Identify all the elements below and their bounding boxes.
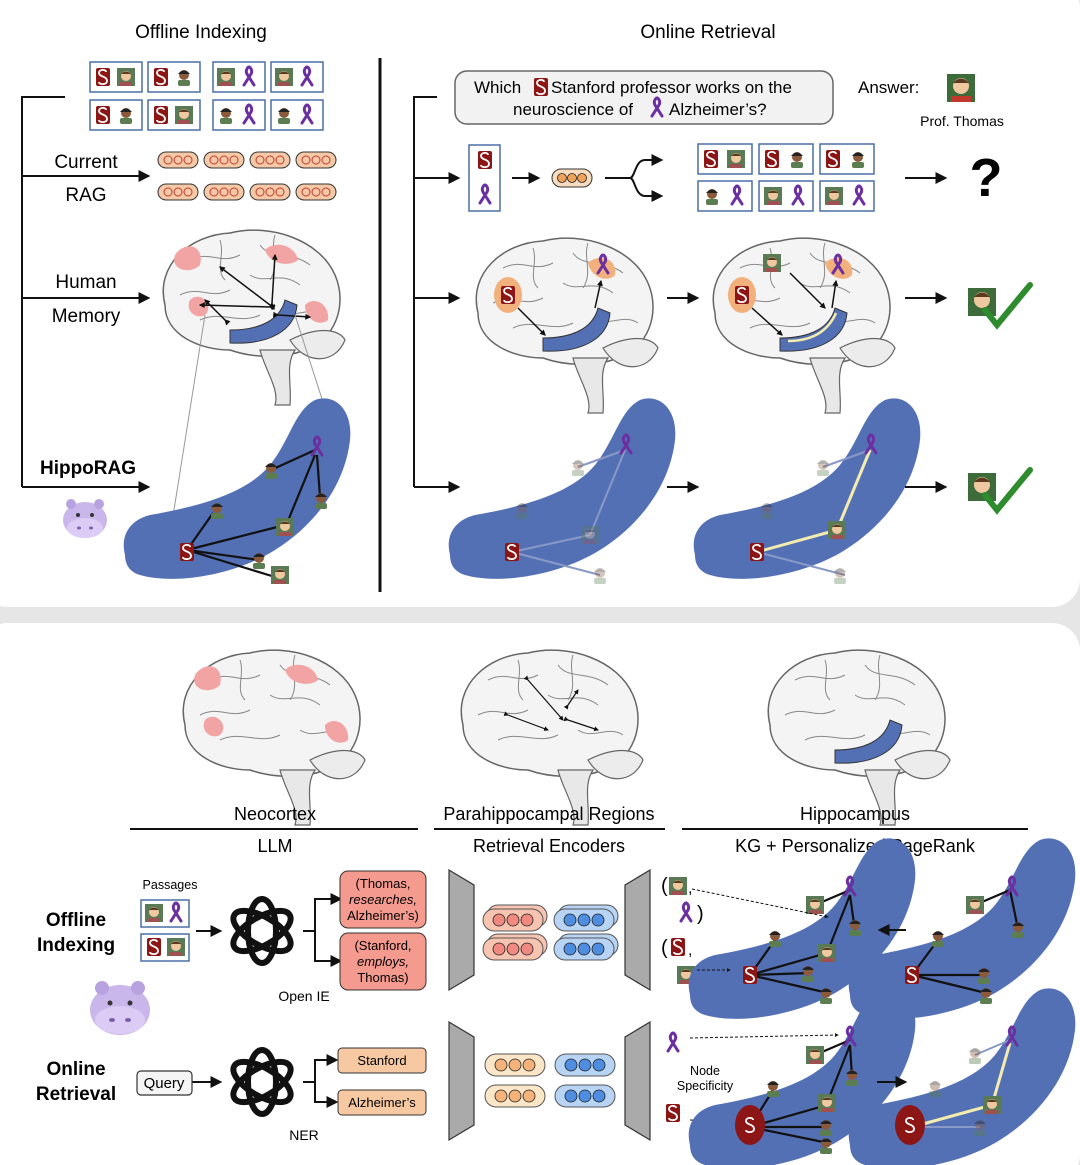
stanford-logo-icon xyxy=(533,77,549,97)
svg-text:(: ( xyxy=(661,937,668,959)
hippocampus-brain xyxy=(767,649,951,826)
svg-text:Alzheimer’s: Alzheimer’s xyxy=(348,1095,416,1110)
svg-text:employs,: employs, xyxy=(357,954,409,969)
parahippocampal-label: Parahippocampal Regions xyxy=(443,804,654,824)
online-retrieval-label-line2: Retrieval xyxy=(36,1084,116,1105)
retrieval-encoders-label: Retrieval Encoders xyxy=(473,836,625,856)
online-retrieval-title: Online Retrieval xyxy=(640,22,775,43)
svg-text:Thomas): Thomas) xyxy=(357,970,408,985)
encoder-offline xyxy=(448,868,651,992)
svg-text:,: , xyxy=(688,942,692,959)
offline-indexing-title: Offline Indexing xyxy=(135,22,267,43)
answer-label: Answer: xyxy=(858,78,919,97)
offline-bracket xyxy=(21,96,151,493)
encoder-online xyxy=(448,1020,651,1142)
node-specificity-label-line2: Specificity xyxy=(677,1079,734,1093)
node-specificity-label-line1: Node xyxy=(690,1064,720,1078)
kg-online-ppr xyxy=(688,988,916,1165)
offline-indexing-label-line2: Indexing xyxy=(37,935,115,956)
answer-professor-icon xyxy=(947,74,975,102)
svg-text:(: ( xyxy=(661,875,668,897)
answer-name: Prof. Thomas xyxy=(920,113,1004,129)
current-rag-label-line1: Current xyxy=(54,152,118,173)
success-check-icon xyxy=(968,282,1033,330)
query-text-alzheimers: Alzheimer’s? xyxy=(669,100,767,119)
svg-text:Stanford: Stanford xyxy=(357,1053,406,1068)
online-current-rag-row: ? xyxy=(468,143,1003,212)
hippocampus-label: Hippocampus xyxy=(800,804,910,824)
llm-logo-icon-offline xyxy=(230,896,294,966)
open-ie-label: Open IE xyxy=(278,988,329,1004)
kg-offline-full xyxy=(688,838,916,1019)
query-bubble: Which Stanford professor works on the ne… xyxy=(454,70,834,125)
hipporag-label: HippoRAG xyxy=(40,458,136,479)
online-hipporag-row xyxy=(448,398,1033,584)
svg-text:): ) xyxy=(697,903,704,925)
online-bracket xyxy=(413,96,461,493)
neocortex-label: Neocortex xyxy=(234,804,316,824)
llm-label: LLM xyxy=(257,836,292,856)
kg-online-result xyxy=(848,988,1076,1165)
svg-text:Alzheimer’s): Alzheimer’s) xyxy=(347,908,419,923)
triple-stanford-employs-thomas: (Stanford, employs, Thomas) xyxy=(339,932,427,991)
query-text-line1: Stanford professor works on the xyxy=(551,78,792,97)
svg-text:,: , xyxy=(688,880,692,897)
hippo-mascot-large-icon xyxy=(90,981,150,1035)
passages-label: Passages xyxy=(143,878,198,892)
triple-thomas-researches-alzheimers: (Thomas, researches, Alzheimer’s) xyxy=(339,870,427,929)
kg-ppr-label: KG + Personalized PageRank xyxy=(735,836,976,856)
svg-text:(Stanford,: (Stanford, xyxy=(354,938,411,953)
current-rag-label-line2: RAG xyxy=(65,185,106,206)
human-memory-label-line2: Memory xyxy=(52,306,121,327)
online-retrieval-label-line1: Online xyxy=(46,1059,105,1080)
passages-grid xyxy=(89,61,324,131)
zoom-line-left xyxy=(169,314,206,536)
unknown-result-mark: ? xyxy=(970,148,1003,208)
svg-text:researches,: researches, xyxy=(349,892,417,907)
query-text-which: Which xyxy=(474,78,521,97)
entity-stanford: Stanford xyxy=(337,1047,427,1074)
svg-text:(Thomas,: (Thomas, xyxy=(356,876,411,891)
parahippocampal-brain xyxy=(460,649,644,826)
neocortex-brain xyxy=(182,649,366,826)
offline-indexing-label-line1: Offline xyxy=(46,910,106,931)
query-text-neuroscience: neuroscience of xyxy=(513,100,633,119)
entity-alzheimers: Alzheimer’s xyxy=(337,1089,427,1116)
hippo-mascot-icon xyxy=(63,499,107,538)
llm-logo-icon-online xyxy=(230,1047,294,1117)
bottom-passages xyxy=(140,899,190,962)
kg-offline-partial xyxy=(848,838,1076,1019)
online-human-memory-row xyxy=(475,237,1033,414)
hipporag-kg-offline xyxy=(123,398,351,584)
ner-label: NER xyxy=(289,1127,319,1143)
query-button[interactable] xyxy=(136,1070,193,1096)
query-button-label: Query xyxy=(144,1075,185,1092)
human-memory-label-line1: Human xyxy=(55,272,116,293)
human-memory-brain xyxy=(162,229,346,406)
